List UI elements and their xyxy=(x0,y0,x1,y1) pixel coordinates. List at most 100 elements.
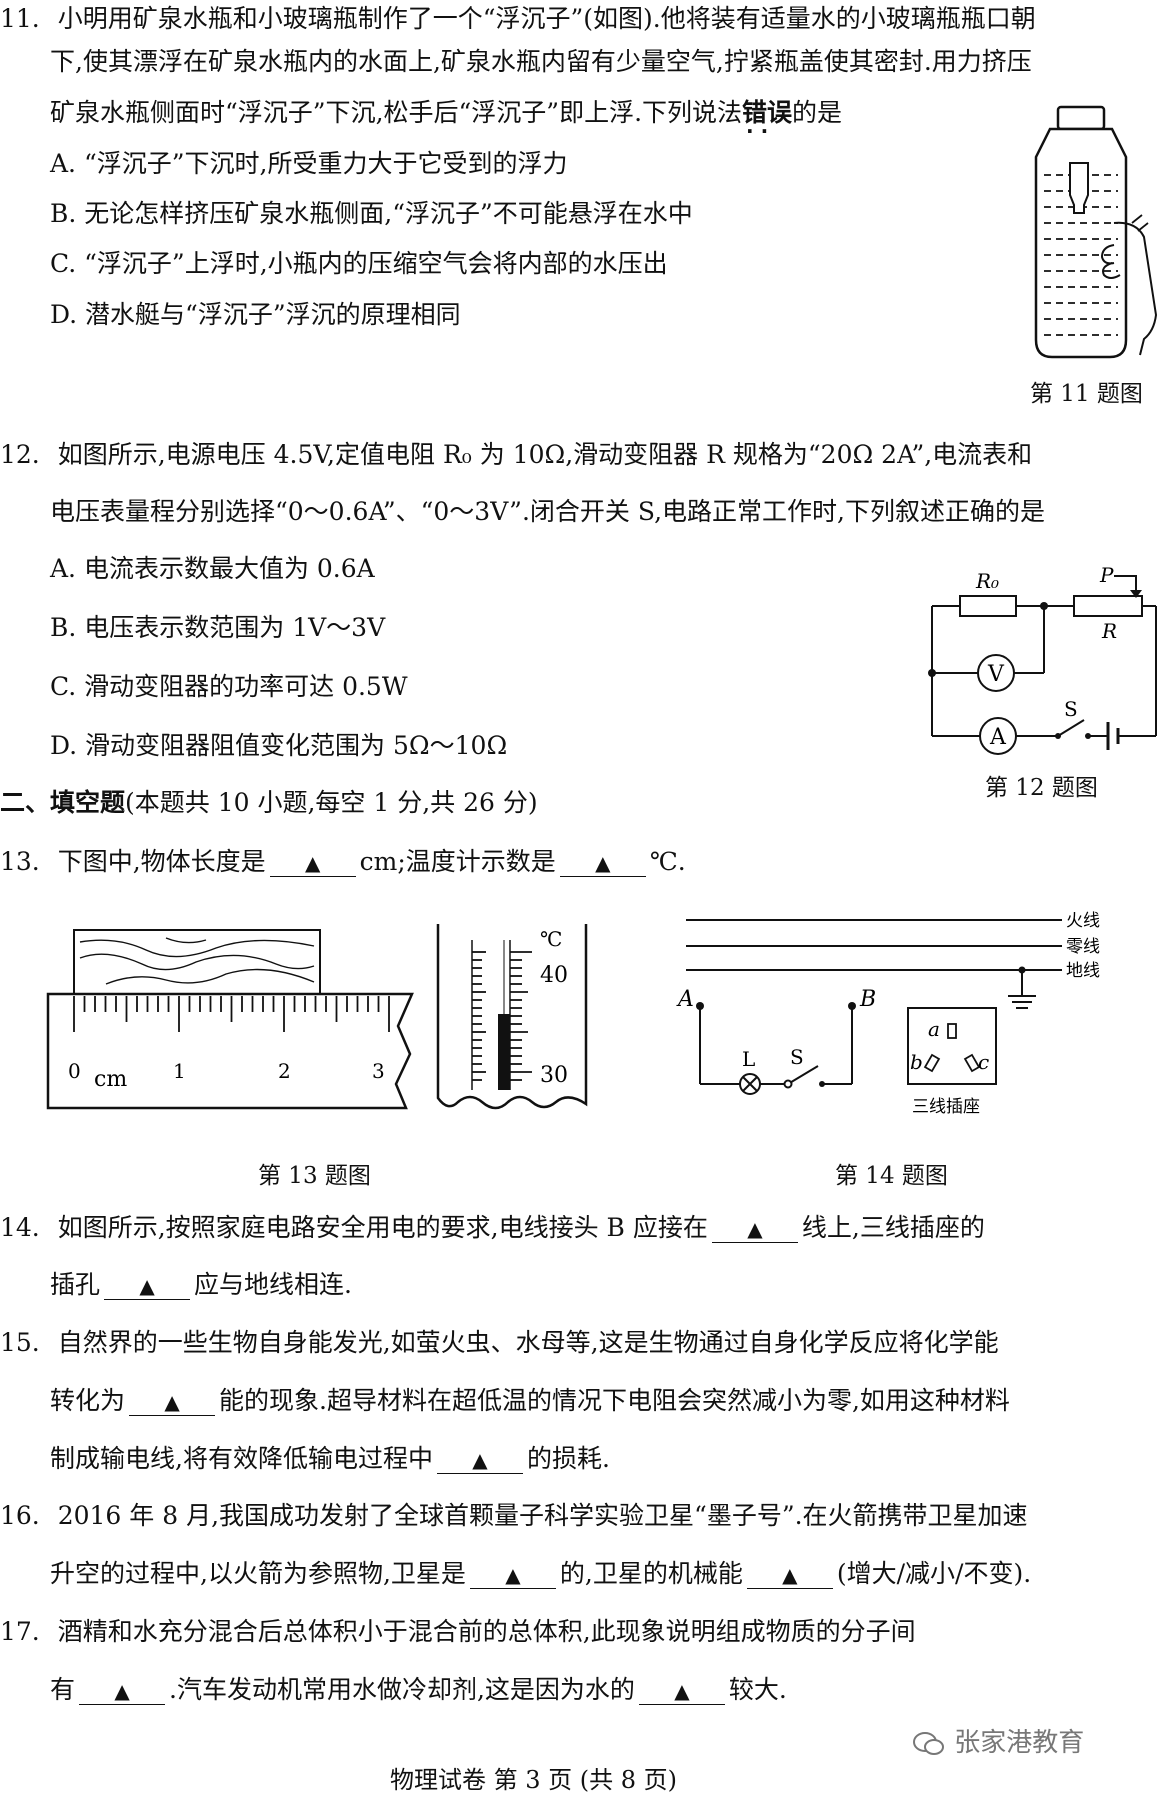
s-label: S xyxy=(1064,697,1078,721)
q12-line2: 电压表量程分别选择“0～0.6A”、“0～3V”.闭合开关 S,电路正常工作时,… xyxy=(50,497,1045,527)
q16-line1: 16. 2016 年 8 月,我国成功发射了全球首颗量子科学实验卫星“墨子号”.… xyxy=(0,1501,1028,1531)
q11-option-a: A. “浮沉子”下沉时,所受重力大于它受到的浮力 xyxy=(50,149,568,178)
q12-circuit-figure: R₀ P R V A S xyxy=(928,563,1157,755)
q16-text-1: 2016 年 8 月,我国成功发射了全球首颗量子科学实验卫星“墨子号”.在火箭携… xyxy=(57,1501,1028,1530)
r0-label: R₀ xyxy=(975,569,999,593)
socket-hole-a: a xyxy=(928,1017,940,1041)
lamp-label: L xyxy=(742,1047,755,1071)
q11-option-c: C. “浮沉子”上浮时,小瓶内的压缩空气会将内部的水压出 xyxy=(50,249,668,278)
q11-line3: 矿泉水瓶侧面时“浮沉子”下沉,松手后“浮沉子”即上浮.下列说法错误的是 xyxy=(50,98,842,128)
q12-line1: 12. 如图所示,电源电压 4.5V,定值电阻 R₀ 为 10Ω,滑动变阻器 R… xyxy=(0,440,1032,470)
socket-label: 三线插座 xyxy=(912,1097,980,1117)
q14-text-3: 插孔 xyxy=(50,1270,101,1299)
q15-text-3: 能的现象.超导材料在超低温的情况下电阻会突然减小为零,如用这种材料 xyxy=(219,1386,1010,1415)
q12-text-1: 如图所示,电源电压 4.5V,定值电阻 R₀ 为 10Ω,滑动变阻器 R 规格为… xyxy=(57,440,1033,469)
q17-text-4: 较大. xyxy=(728,1675,787,1704)
q14-line1: 14. 如图所示,按照家庭电路安全用电的要求,电线接头 B 应接在▲线上,三线插… xyxy=(0,1213,985,1243)
ruler-tick-0: 0 xyxy=(68,1059,81,1083)
page-footer: 物理试卷 第 3 页 (共 8 页) xyxy=(390,1766,678,1794)
q14-blank-2: ▲ xyxy=(104,1272,191,1300)
q11-text-3b: 的是 xyxy=(792,98,843,127)
q13-number: 13. xyxy=(0,847,40,876)
q17-blank-1: ▲ xyxy=(79,1677,166,1705)
ruler-unit: cm xyxy=(94,1067,127,1092)
q14-blank-1: ▲ xyxy=(711,1215,798,1243)
ruler-tick-2: 2 xyxy=(278,1059,291,1083)
q11-line1: 11. 小明用矿泉水瓶和小玻璃瓶制作了一个“浮沉子”(如图).他将装有适量水的小… xyxy=(0,4,1036,34)
terminal-b-label: B xyxy=(859,987,876,1012)
q15-line3: 制成输电线,将有效降低输电过程中▲的损耗. xyxy=(50,1444,610,1474)
q17-number: 17. xyxy=(0,1617,40,1646)
ruler-tick-3: 3 xyxy=(372,1059,385,1083)
q11-option-b: B. 无论怎样挤压矿泉水瓶侧面,“浮沉子”不可能悬浮在水中 xyxy=(50,199,693,228)
q13-line: 13. 下图中,物体长度是▲cm;温度计示数是▲℃. xyxy=(0,847,686,877)
q11-text-1: 小明用矿泉水瓶和小玻璃瓶制作了一个“浮沉子”(如图).他将装有适量水的小玻璃瓶瓶… xyxy=(57,4,1036,33)
q14-line2: 插孔▲应与地线相连. xyxy=(50,1270,352,1300)
v-label: V xyxy=(987,662,1005,687)
q13-text-2: cm;温度计示数是 xyxy=(359,847,556,876)
q16-blank-2: ▲ xyxy=(746,1561,833,1589)
neutral-wire-label: 零线 xyxy=(1066,937,1100,957)
q15-text-2: 转化为 xyxy=(50,1386,126,1415)
q12-option-c: C. 滑动变阻器的功率可达 0.5W xyxy=(50,672,408,701)
section-2-note: (本题共 10 小题,每空 1 分,共 26 分) xyxy=(125,788,538,817)
q11-number: 11. xyxy=(0,4,40,33)
q14-text-4: 应与地线相连. xyxy=(194,1270,352,1299)
q16-line2: 升空的过程中,以火箭为参照物,卫星是▲的,卫星的机械能▲(增大/减小/不变). xyxy=(50,1559,1031,1589)
q17-line2: 有▲.汽车发动机常用水做冷却剂,这是因为水的▲较大. xyxy=(50,1675,787,1705)
q13-text-3: ℃. xyxy=(649,847,686,876)
q16-text-2: 升空的过程中,以火箭为参照物,卫星是 xyxy=(50,1559,466,1588)
q13-ruler-figure: 0 1 2 3 cm xyxy=(46,929,414,1110)
q13-text-1: 下图中,物体长度是 xyxy=(57,847,266,876)
q15-line1: 15. 自然界的一些生物自身能发光,如萤火虫、水母等,这是生物通过自身化学反应将… xyxy=(0,1328,999,1358)
q12-option-d: D. 滑动变阻器阻值变化范围为 5Ω～10Ω xyxy=(50,731,508,760)
q15-line2: 转化为▲能的现象.超导材料在超低温的情况下电阻会突然减小为零,如用这种材料 xyxy=(50,1386,1010,1416)
live-wire-label: 火线 xyxy=(1066,911,1100,931)
q11-caption: 第 11 题图 xyxy=(1030,381,1143,407)
socket-hole-b: b xyxy=(910,1050,923,1074)
a-label: A xyxy=(989,725,1007,750)
q13-blank-2: ▲ xyxy=(559,849,646,877)
q17-text-3: .汽车发动机常用水做冷却剂,这是因为水的 xyxy=(169,1675,635,1704)
q13-caption: 第 13 题图 xyxy=(258,1163,371,1189)
q13-thermometer-figure: ℃ 40 30 xyxy=(436,924,588,1110)
q14-circuit-figure: 火线 零线 地线 A B L S a b c 三线插座 xyxy=(676,911,1100,1117)
section-2-title: 二、填空题 xyxy=(0,788,126,817)
watermark-text: 张家港教育 xyxy=(954,1728,1085,1758)
q16-blank-1: ▲ xyxy=(469,1561,556,1589)
socket-hole-c: c xyxy=(978,1050,989,1074)
thermo-unit: ℃ xyxy=(540,927,562,951)
q12-text-2: 电压表量程分别选择“0～0.6A”、“0～3V”.闭合开关 S,电路正常工作时,… xyxy=(50,497,1045,526)
q11-emphasis: 错误 xyxy=(742,98,792,127)
q11-text-3: 矿泉水瓶侧面时“浮沉子”下沉,松手后“浮沉子”即上浮.下列说法 xyxy=(50,98,743,127)
q14-text-2: 线上,三线插座的 xyxy=(801,1213,985,1242)
q15-text-5: 的损耗. xyxy=(526,1444,610,1473)
q11-bottle-figure xyxy=(1034,105,1158,359)
q15-text-4: 制成输电线,将有效降低输电过程中 xyxy=(50,1444,433,1473)
q14-number: 14. xyxy=(0,1213,40,1242)
q11-option-d: D. 潜水艇与“浮沉子”浮沉的原理相同 xyxy=(50,300,461,329)
q13-blank-1: ▲ xyxy=(269,849,356,877)
q12-option-b: B. 电压表示数范围为 1V～3V xyxy=(50,613,386,642)
p-label: P xyxy=(1099,563,1114,587)
q15-blank-2: ▲ xyxy=(436,1446,523,1474)
q16-text-4: (增大/减小/不变). xyxy=(836,1559,1032,1588)
q14-text-1: 如图所示,按照家庭电路安全用电的要求,电线接头 B 应接在 xyxy=(57,1213,708,1242)
terminal-a-label: A xyxy=(676,987,694,1012)
watermark: 张家港教育 xyxy=(912,1722,1084,1759)
section-2-header: 二、填空题(本题共 10 小题,每空 1 分,共 26 分) xyxy=(0,788,538,818)
q17-blank-2: ▲ xyxy=(638,1677,725,1705)
wechat-icon xyxy=(913,1731,944,1755)
q15-text-1: 自然界的一些生物自身能发光,如萤火虫、水母等,这是生物通过自身化学反应将化学能 xyxy=(57,1328,999,1357)
q16-number: 16. xyxy=(0,1501,40,1530)
thermo-label-30: 30 xyxy=(540,1063,568,1088)
q16-text-3: 的,卫星的机械能 xyxy=(559,1559,743,1588)
q17-text-2: 有 xyxy=(50,1675,76,1704)
q11-text-2: 下,使其漂浮在矿泉水瓶内的水面上,矿泉水瓶内留有少量空气,拧紧瓶盖使其密封.用力… xyxy=(50,47,1032,76)
q11-line2: 下,使其漂浮在矿泉水瓶内的水面上,矿泉水瓶内留有少量空气,拧紧瓶盖使其密封.用力… xyxy=(50,47,1032,77)
q17-text-1: 酒精和水充分混合后总体积小于混合前的总体积,此现象说明组成物质的分子间 xyxy=(57,1617,916,1646)
q17-line1: 17. 酒精和水充分混合后总体积小于混合前的总体积,此现象说明组成物质的分子间 xyxy=(0,1617,916,1647)
q12-option-a: A. 电流表示数最大值为 0.6A xyxy=(50,554,375,583)
q15-blank-1: ▲ xyxy=(129,1388,216,1416)
r-label: R xyxy=(1101,619,1117,643)
